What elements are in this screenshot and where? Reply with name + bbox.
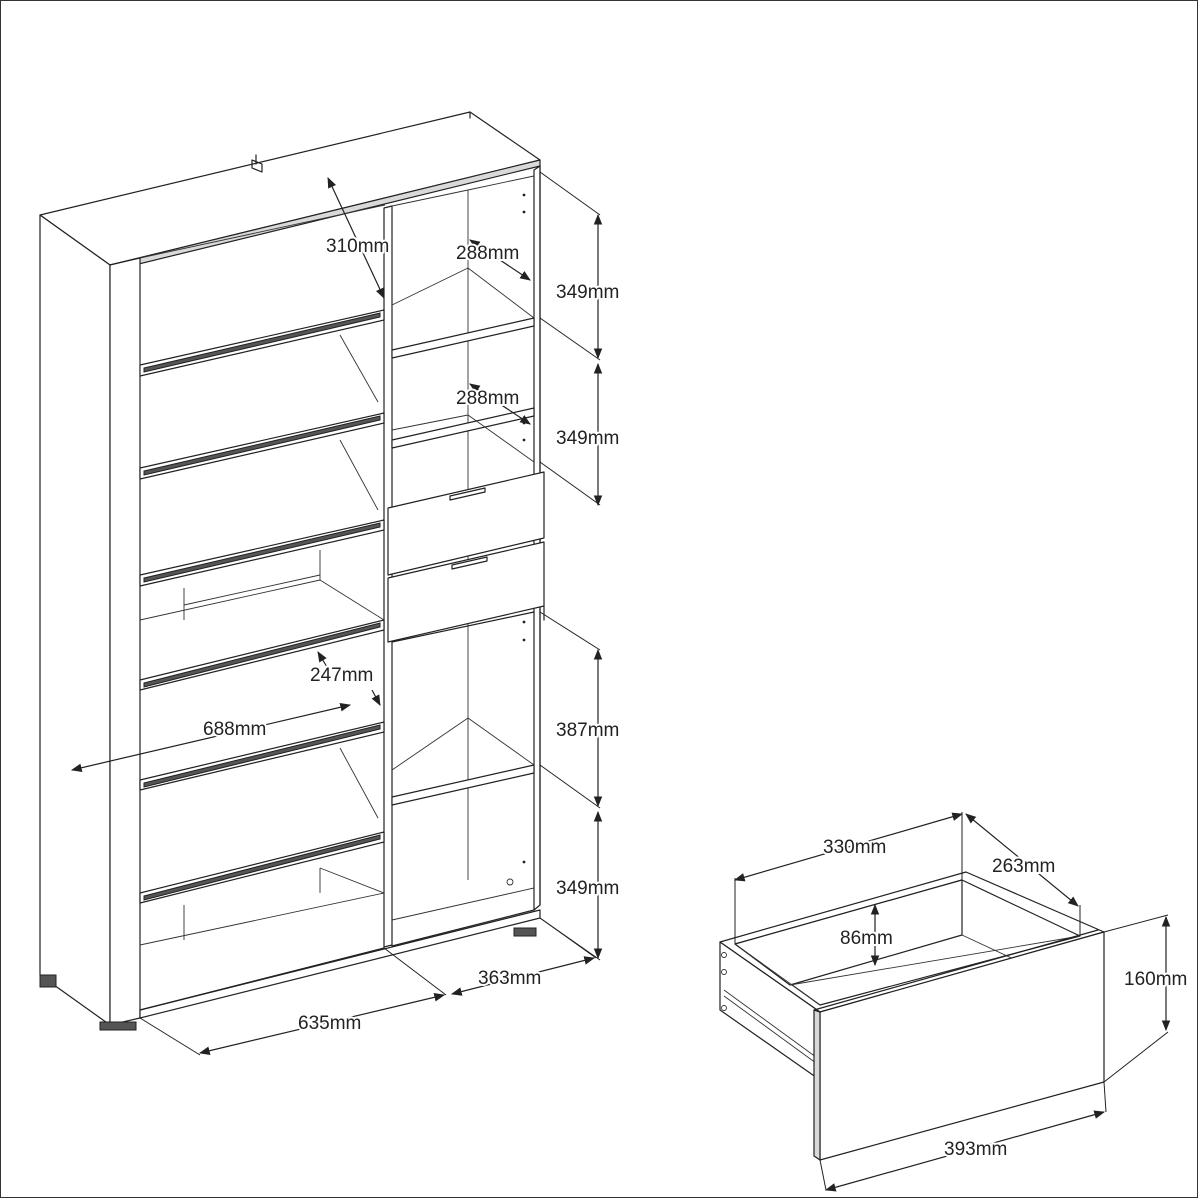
drawer-handle-upper[interactable]: [449, 487, 486, 501]
label-left-width: 635mm: [298, 1013, 361, 1034]
dimension-labels: 310mm 288mm 288mm 349mm 349mm 387mm 349m…: [201, 234, 1189, 1162]
label-second-shelf-depth: 288mm: [456, 388, 519, 409]
label-right-width: 363mm: [478, 968, 541, 989]
label-drawer-front-height: 160mm: [1124, 969, 1187, 990]
left-front-edge: [109, 257, 141, 1026]
drawer-handle-lower[interactable]: [451, 556, 488, 570]
label-bottom-compartment-height: 349mm: [556, 878, 619, 899]
unit-dimension-lines: [70, 171, 603, 1056]
foot-back-left: [39, 974, 57, 988]
drawer-detail: [719, 812, 1171, 1192]
foot-front-right: [513, 927, 537, 937]
label-drawer-front-width: 393mm: [944, 1139, 1007, 1160]
label-drawer-inner-depth: 263mm: [992, 856, 1055, 877]
label-lower-compartment-height: 387mm: [556, 720, 619, 741]
label-drawer-inner-width: 330mm: [823, 837, 886, 858]
label-upper-shelf-depth: 288mm: [456, 243, 519, 264]
unit-drawers: [387, 471, 545, 643]
label-drawer-inner-height: 86mm: [840, 928, 893, 949]
label-top-depth: 310mm: [326, 236, 389, 257]
drawer-front-upper: [387, 471, 545, 576]
wall-bracket: [251, 154, 263, 173]
label-upper-compartment-height: 349mm: [556, 282, 619, 303]
foot-front-left: [99, 1021, 137, 1031]
left-side-panel: [39, 214, 111, 1026]
left-shelves: [139, 309, 385, 940]
center-divider: [383, 205, 393, 948]
label-left-compartment-width: 688mm: [203, 719, 266, 740]
bottom-panel: [139, 909, 541, 1019]
label-inner-shelf-depth: 247mm: [310, 665, 373, 686]
shelf-unit: [39, 111, 603, 1056]
label-second-compartment-height: 349mm: [556, 428, 619, 449]
